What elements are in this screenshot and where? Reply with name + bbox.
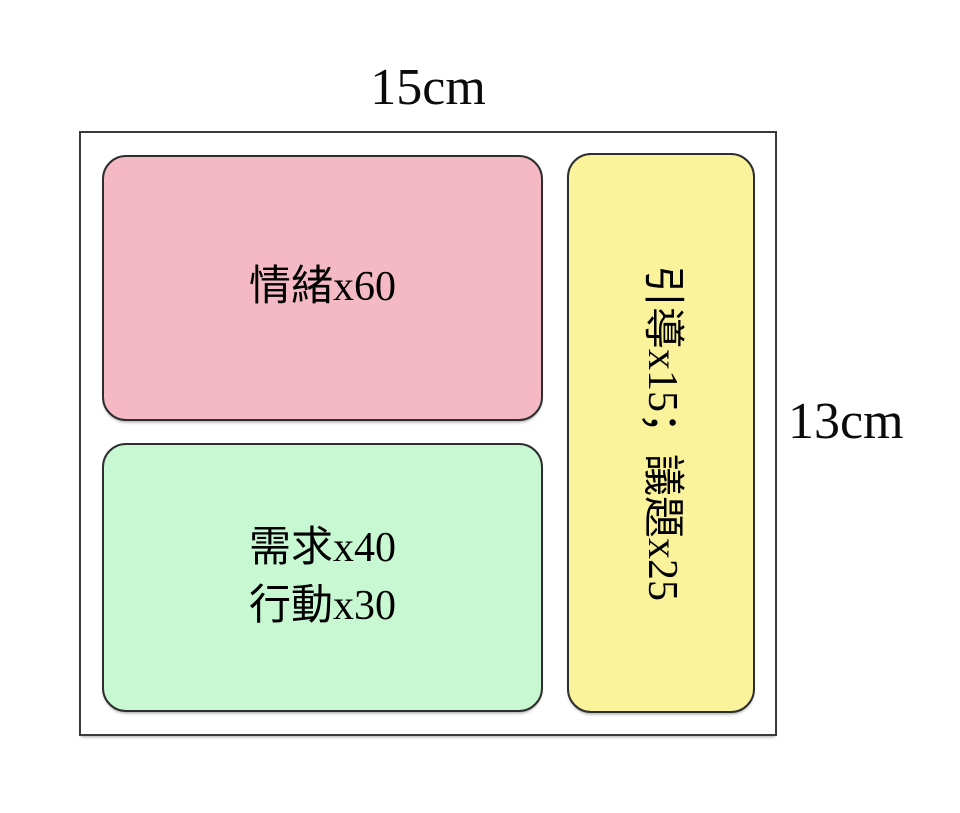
- need-line: 需求x40: [248, 524, 396, 571]
- action-line: 行動x30: [248, 582, 396, 629]
- height-dimension-label: 13cm: [788, 393, 904, 450]
- need-action-card-label: 需求x40 行動x30: [249, 520, 396, 636]
- guide-topic-card-label: 引導x15；議題x25: [638, 264, 685, 601]
- width-dimension-label: 15cm: [370, 59, 486, 116]
- need-action-card: 需求x40 行動x30: [102, 443, 543, 712]
- emotion-card: 情緒x60: [102, 155, 543, 421]
- emotion-card-label: 情緒x60: [248, 264, 396, 311]
- guide-topic-card: 引導x15；議題x25: [567, 153, 755, 713]
